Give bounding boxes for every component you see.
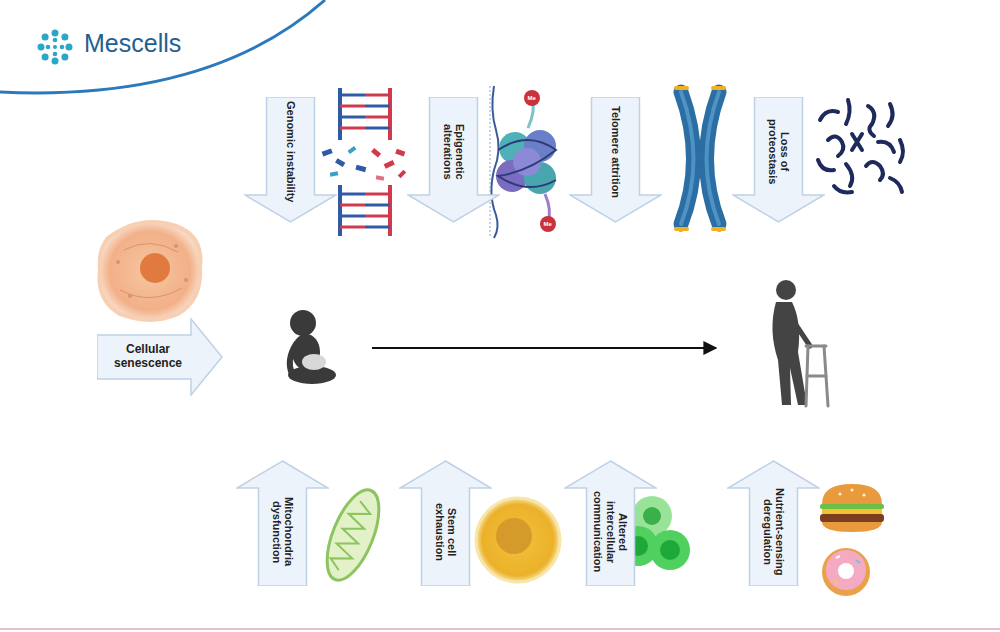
hallmark-label: Mitochondria dysfunction (270, 482, 295, 582)
mitochondrion (316, 483, 389, 587)
hallmark-label: Telomere attrition (609, 106, 622, 198)
arrow-text-area: Stem cell exhaustion (422, 480, 470, 584)
protein-fragments (818, 100, 903, 192)
arrow-text-area: Mitochondria dysfunction (259, 480, 307, 584)
header-curve (0, 0, 325, 93)
hallmark-arrow: Epigenetic alterations (407, 97, 500, 223)
hallmark-arrow: Telomere attrition (569, 97, 662, 223)
arrow-outline (728, 461, 819, 586)
hallmark-label: Stem cell exhaustion (433, 482, 458, 582)
methyl-mark (540, 216, 556, 232)
arrow-text-area: Nutrient-sensing deregulation (750, 480, 798, 584)
arrow-outline (408, 97, 499, 222)
hallmark-arrow: Genomic instability (244, 97, 337, 223)
hallmark-arrow: Altered intercellular communication (564, 460, 657, 586)
logo-icon (38, 30, 73, 65)
arrow-text-area: Cellular senescence (99, 335, 197, 379)
hallmark-arrow: Nutrient-sensing deregulation (727, 460, 820, 586)
arrow-outline (733, 97, 824, 222)
hallmark-arrow: Stem cell exhaustion (399, 460, 492, 586)
baby-figure (288, 310, 336, 384)
arrow-text-area: Altered intercellular communication (587, 480, 635, 584)
arrow-text-area: Epigenetic alterations (430, 99, 478, 205)
chromosome (676, 88, 724, 229)
hallmark-label: Cellular senescence (101, 343, 195, 371)
hallmark-arrow: Cellular senescence (97, 318, 223, 396)
methyl-label: Me (544, 221, 552, 227)
arrow-outline (400, 461, 491, 586)
arrow-outline (245, 97, 336, 222)
hallmark-label: Nutrient-sensing deregulation (761, 482, 786, 582)
footer-rule (0, 628, 1000, 630)
methyl-label: Me (528, 95, 536, 101)
senescent-cell (99, 222, 200, 320)
hallmark-arrow: Mitochondria dysfunction (236, 460, 329, 586)
hallmark-label: Loss of proteostasis (766, 101, 791, 203)
hallmark-arrow: Loss of proteostasis (732, 97, 825, 223)
elderly-figure (772, 280, 828, 406)
hallmark-label: Altered intercellular communication (592, 482, 630, 582)
donut-icon (822, 548, 870, 596)
arrow-outline (97, 319, 222, 395)
dna-fragments (322, 146, 407, 181)
logo-text: Mescells (84, 31, 181, 56)
stem-cell (476, 498, 560, 582)
arrow-text-area: Loss of proteostasis (755, 99, 803, 205)
hallmark-label: Epigenetic alterations (441, 101, 466, 203)
nucleosome (490, 86, 556, 238)
arrow-outline (565, 461, 656, 586)
lifespan-arrow (372, 347, 716, 349)
arrow-text-area: Telomere attrition (592, 99, 640, 205)
burger-icon (820, 484, 884, 532)
dna-ladder (322, 88, 407, 236)
hallmark-label: Genomic instability (284, 101, 297, 202)
arrow-outline (570, 97, 661, 222)
methyl-mark (524, 90, 540, 106)
arrow-text-area: Genomic instability (267, 99, 315, 205)
arrow-outline (237, 461, 328, 586)
